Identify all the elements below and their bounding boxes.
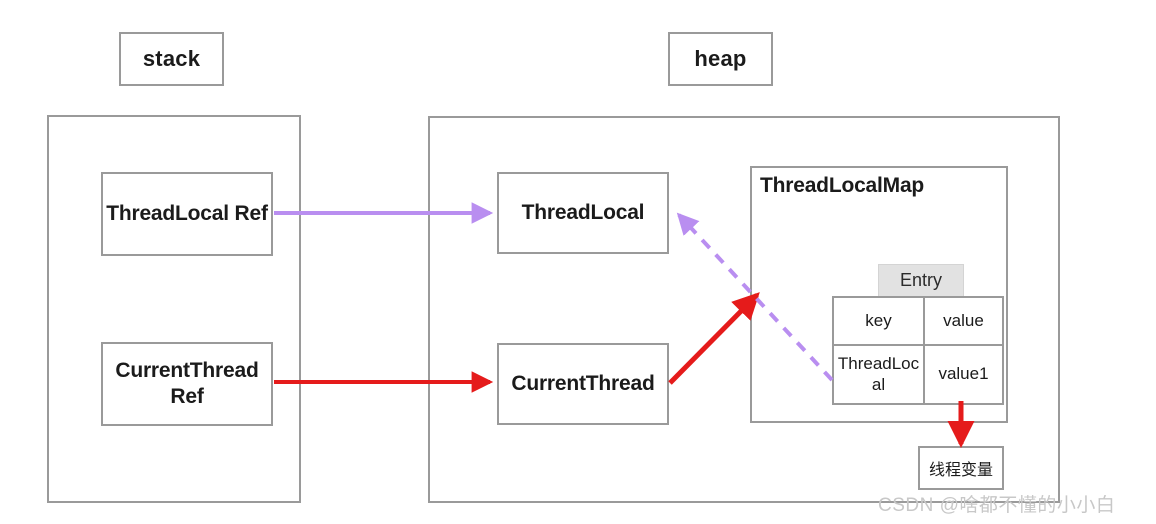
entry-cell-value: value1 (923, 344, 1004, 405)
threadlocalmap-title: ThreadLocalMap (760, 174, 925, 197)
stack-label-text: stack (142, 46, 201, 71)
currentthread-label: CurrentThread (511, 372, 655, 395)
threadlocal-box: ThreadLocal (497, 172, 669, 254)
entry-header-key: key (832, 296, 925, 346)
entry-tab-label: Entry (899, 270, 942, 290)
entry-cell-key: ThreadLocal (832, 344, 925, 405)
thread-variable-label: 线程变量 (928, 462, 993, 479)
entry-table: key value ThreadLocal value1 (832, 296, 1004, 405)
watermark: CSDN @啥都不懂的小小白 (878, 495, 1116, 516)
currentthread-ref-label: CurrentThread Ref (115, 359, 259, 408)
threadlocal-ref-box: ThreadLocal Ref (101, 172, 273, 256)
heap-label-box: heap (668, 32, 773, 86)
entry-header-value: value (923, 296, 1004, 346)
threadlocal-ref-label: ThreadLocal Ref (106, 202, 268, 226)
currentthread-box: CurrentThread (497, 343, 669, 425)
heap-label-text: heap (694, 46, 747, 71)
currentthread-ref-box: CurrentThread Ref (101, 342, 273, 426)
table-row: ThreadLocal value1 (832, 344, 1004, 405)
table-row: key value (832, 296, 1004, 346)
stack-label-box: stack (119, 32, 224, 86)
threadlocal-label: ThreadLocal (521, 201, 645, 224)
entry-tab: Entry (878, 264, 964, 297)
thread-variable-box: 线程变量 (918, 446, 1004, 490)
